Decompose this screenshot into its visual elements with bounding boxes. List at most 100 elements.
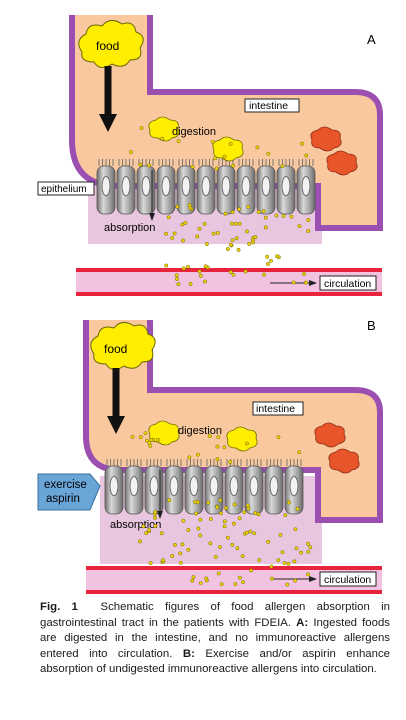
particle bbox=[286, 561, 291, 566]
particle bbox=[214, 166, 219, 171]
circulation-label: circulation bbox=[324, 574, 371, 586]
epithelium-label-box bbox=[37, 181, 95, 196]
intestine-label: intestine bbox=[256, 403, 295, 415]
particle bbox=[143, 431, 148, 436]
cell-nucleus bbox=[129, 476, 139, 497]
cell-nucleus bbox=[149, 476, 159, 497]
particle bbox=[236, 247, 241, 252]
epithelial-cell bbox=[256, 159, 276, 215]
particle bbox=[300, 141, 305, 146]
particle bbox=[233, 221, 238, 226]
particle bbox=[237, 207, 242, 212]
particle bbox=[195, 500, 200, 505]
particle bbox=[262, 272, 266, 277]
particle bbox=[295, 506, 300, 511]
particle bbox=[211, 231, 216, 236]
epithelial-cell bbox=[176, 159, 196, 215]
intestine-label-box bbox=[252, 401, 304, 416]
particle bbox=[306, 218, 311, 223]
cell-nucleus bbox=[221, 176, 231, 197]
particle bbox=[306, 229, 311, 233]
caption-b-label: B: bbox=[182, 647, 195, 660]
particle bbox=[224, 505, 228, 510]
particle bbox=[237, 221, 242, 226]
food-label: food bbox=[104, 342, 127, 356]
particle bbox=[164, 263, 169, 268]
circulation-label: circulation bbox=[324, 278, 371, 290]
cell-nucleus bbox=[229, 476, 239, 497]
particle bbox=[206, 500, 211, 505]
particle bbox=[231, 272, 236, 277]
circulation-label-box bbox=[319, 571, 377, 587]
particle bbox=[228, 142, 233, 146]
particle bbox=[180, 222, 185, 227]
cell-nucleus bbox=[209, 476, 219, 497]
particle bbox=[153, 523, 158, 528]
epithelial-cell bbox=[96, 159, 116, 215]
particle bbox=[297, 450, 302, 455]
absorbed-particles bbox=[130, 431, 313, 587]
particle bbox=[219, 582, 224, 587]
epithelial-cell bbox=[184, 459, 204, 515]
particle bbox=[216, 571, 221, 576]
particle bbox=[235, 546, 240, 551]
allergen-fragment bbox=[310, 126, 342, 152]
particle bbox=[190, 164, 195, 169]
particle bbox=[138, 539, 142, 544]
particle bbox=[215, 444, 220, 449]
panel-a: A food digestion intestine bbox=[37, 15, 383, 296]
intestine-label-box bbox=[244, 98, 300, 113]
particle bbox=[230, 238, 235, 243]
absorbed-particles bbox=[128, 126, 311, 287]
particle bbox=[240, 554, 245, 559]
panel-b-letter: B bbox=[367, 318, 376, 333]
cell-nucleus bbox=[201, 176, 211, 197]
particle bbox=[178, 551, 183, 556]
particle bbox=[160, 136, 165, 141]
particle bbox=[246, 204, 251, 209]
particle bbox=[246, 506, 251, 511]
particle bbox=[203, 279, 207, 284]
particle bbox=[215, 505, 220, 510]
particle bbox=[198, 273, 203, 278]
particle bbox=[218, 498, 223, 503]
particle bbox=[213, 555, 218, 559]
absorption-label: absorption bbox=[104, 222, 155, 234]
food-label: food bbox=[96, 39, 119, 53]
particle bbox=[197, 269, 202, 274]
epithelial-cell bbox=[116, 159, 136, 215]
cell-nucleus bbox=[161, 176, 171, 197]
particle bbox=[244, 441, 249, 446]
particle bbox=[228, 460, 233, 464]
cell-nucleus bbox=[261, 176, 271, 197]
epithelial-cell bbox=[104, 459, 124, 515]
circulation-label-box bbox=[319, 275, 377, 291]
particle bbox=[170, 236, 175, 240]
epithelial-cell bbox=[196, 159, 216, 215]
cell-nucleus bbox=[269, 476, 279, 497]
particle bbox=[215, 231, 220, 235]
figure-caption: Fig. 1 Schematic figures of food allerge… bbox=[40, 600, 390, 678]
particle bbox=[174, 277, 179, 282]
ingestion-arrowhead bbox=[107, 416, 125, 434]
particle bbox=[148, 561, 153, 565]
particle bbox=[229, 221, 234, 226]
particle bbox=[269, 576, 274, 581]
cell-nucleus bbox=[249, 476, 259, 497]
particle bbox=[141, 524, 146, 529]
epithelial-cell bbox=[264, 459, 284, 515]
particle bbox=[282, 561, 287, 566]
particle bbox=[181, 266, 186, 271]
particle bbox=[204, 576, 209, 581]
epithelial-cell bbox=[284, 459, 304, 515]
particle bbox=[138, 435, 143, 440]
particle bbox=[225, 535, 230, 540]
caption-a-label: A: bbox=[296, 616, 309, 629]
food-cloud bbox=[78, 20, 144, 68]
particle bbox=[176, 139, 181, 144]
particle bbox=[269, 258, 274, 263]
caption-a-text: Ingested foods are digested in the intes… bbox=[40, 616, 390, 660]
particle bbox=[222, 519, 227, 524]
caption-label: Fig. 1 bbox=[40, 601, 78, 613]
